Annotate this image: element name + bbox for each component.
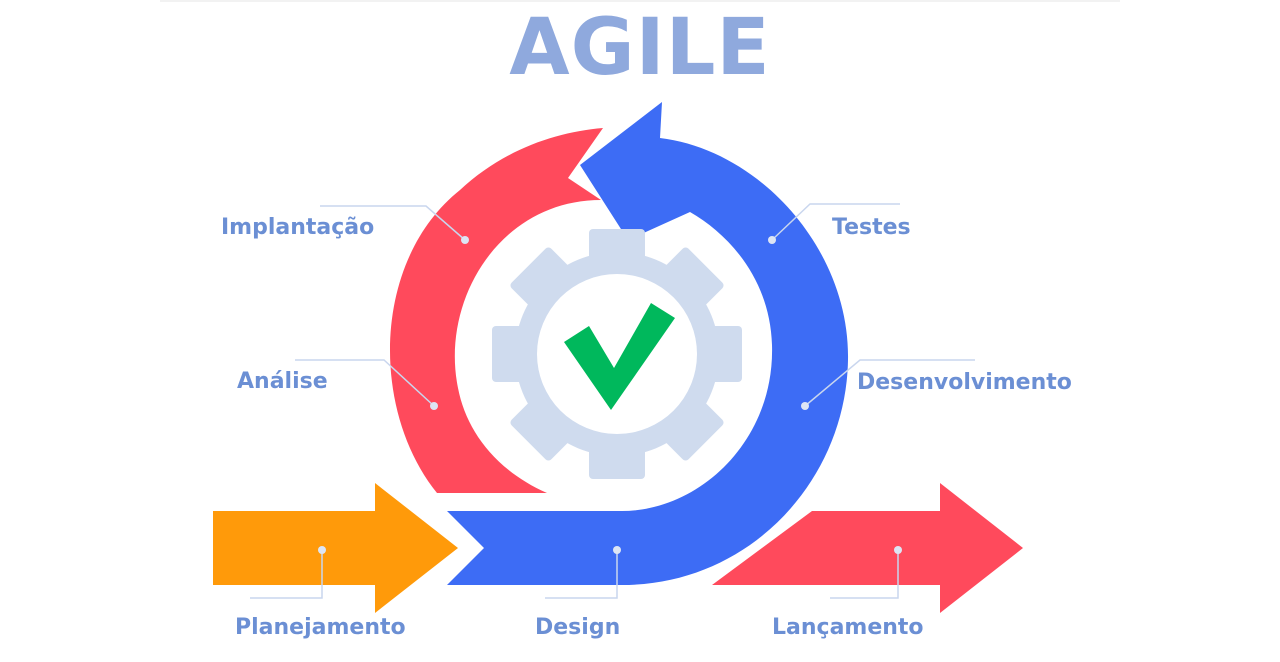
dot-testes — [768, 236, 776, 244]
leader-testes — [771, 203, 900, 241]
label-desenvolvimento: Desenvolvimento — [857, 370, 1072, 395]
leader-implantacao — [320, 205, 466, 241]
leader-design — [545, 550, 618, 599]
label-implantacao: Implantação — [221, 215, 375, 240]
label-analise: Análise — [237, 369, 328, 394]
leader-analise — [295, 359, 435, 407]
label-lancamento: Lançamento — [772, 615, 924, 640]
launch-arrow — [712, 483, 1023, 613]
leader-planejamento — [250, 550, 323, 599]
leader-lancamento — [830, 550, 899, 599]
dot-lancamento — [894, 546, 902, 554]
blue-cycle-arrow — [447, 102, 849, 585]
diagram-title: AGILE — [509, 3, 771, 93]
dot-desenvolvimento — [801, 402, 809, 410]
dot-implantacao — [461, 236, 469, 244]
label-testes: Testes — [832, 215, 911, 240]
red-cycle-arrow — [389, 128, 603, 493]
label-planejamento: Planejamento — [235, 615, 406, 640]
checkmark-icon — [564, 303, 675, 410]
leader-dots — [318, 236, 902, 554]
dot-planejamento — [318, 546, 326, 554]
label-design: Design — [535, 615, 621, 640]
leader-lines — [250, 203, 975, 599]
top-divider — [160, 0, 1120, 2]
dot-analise — [430, 402, 438, 410]
gear-icon — [492, 229, 742, 479]
planning-arrow — [213, 483, 458, 613]
leader-desenvolvimento — [804, 359, 975, 407]
dot-design — [613, 546, 621, 554]
